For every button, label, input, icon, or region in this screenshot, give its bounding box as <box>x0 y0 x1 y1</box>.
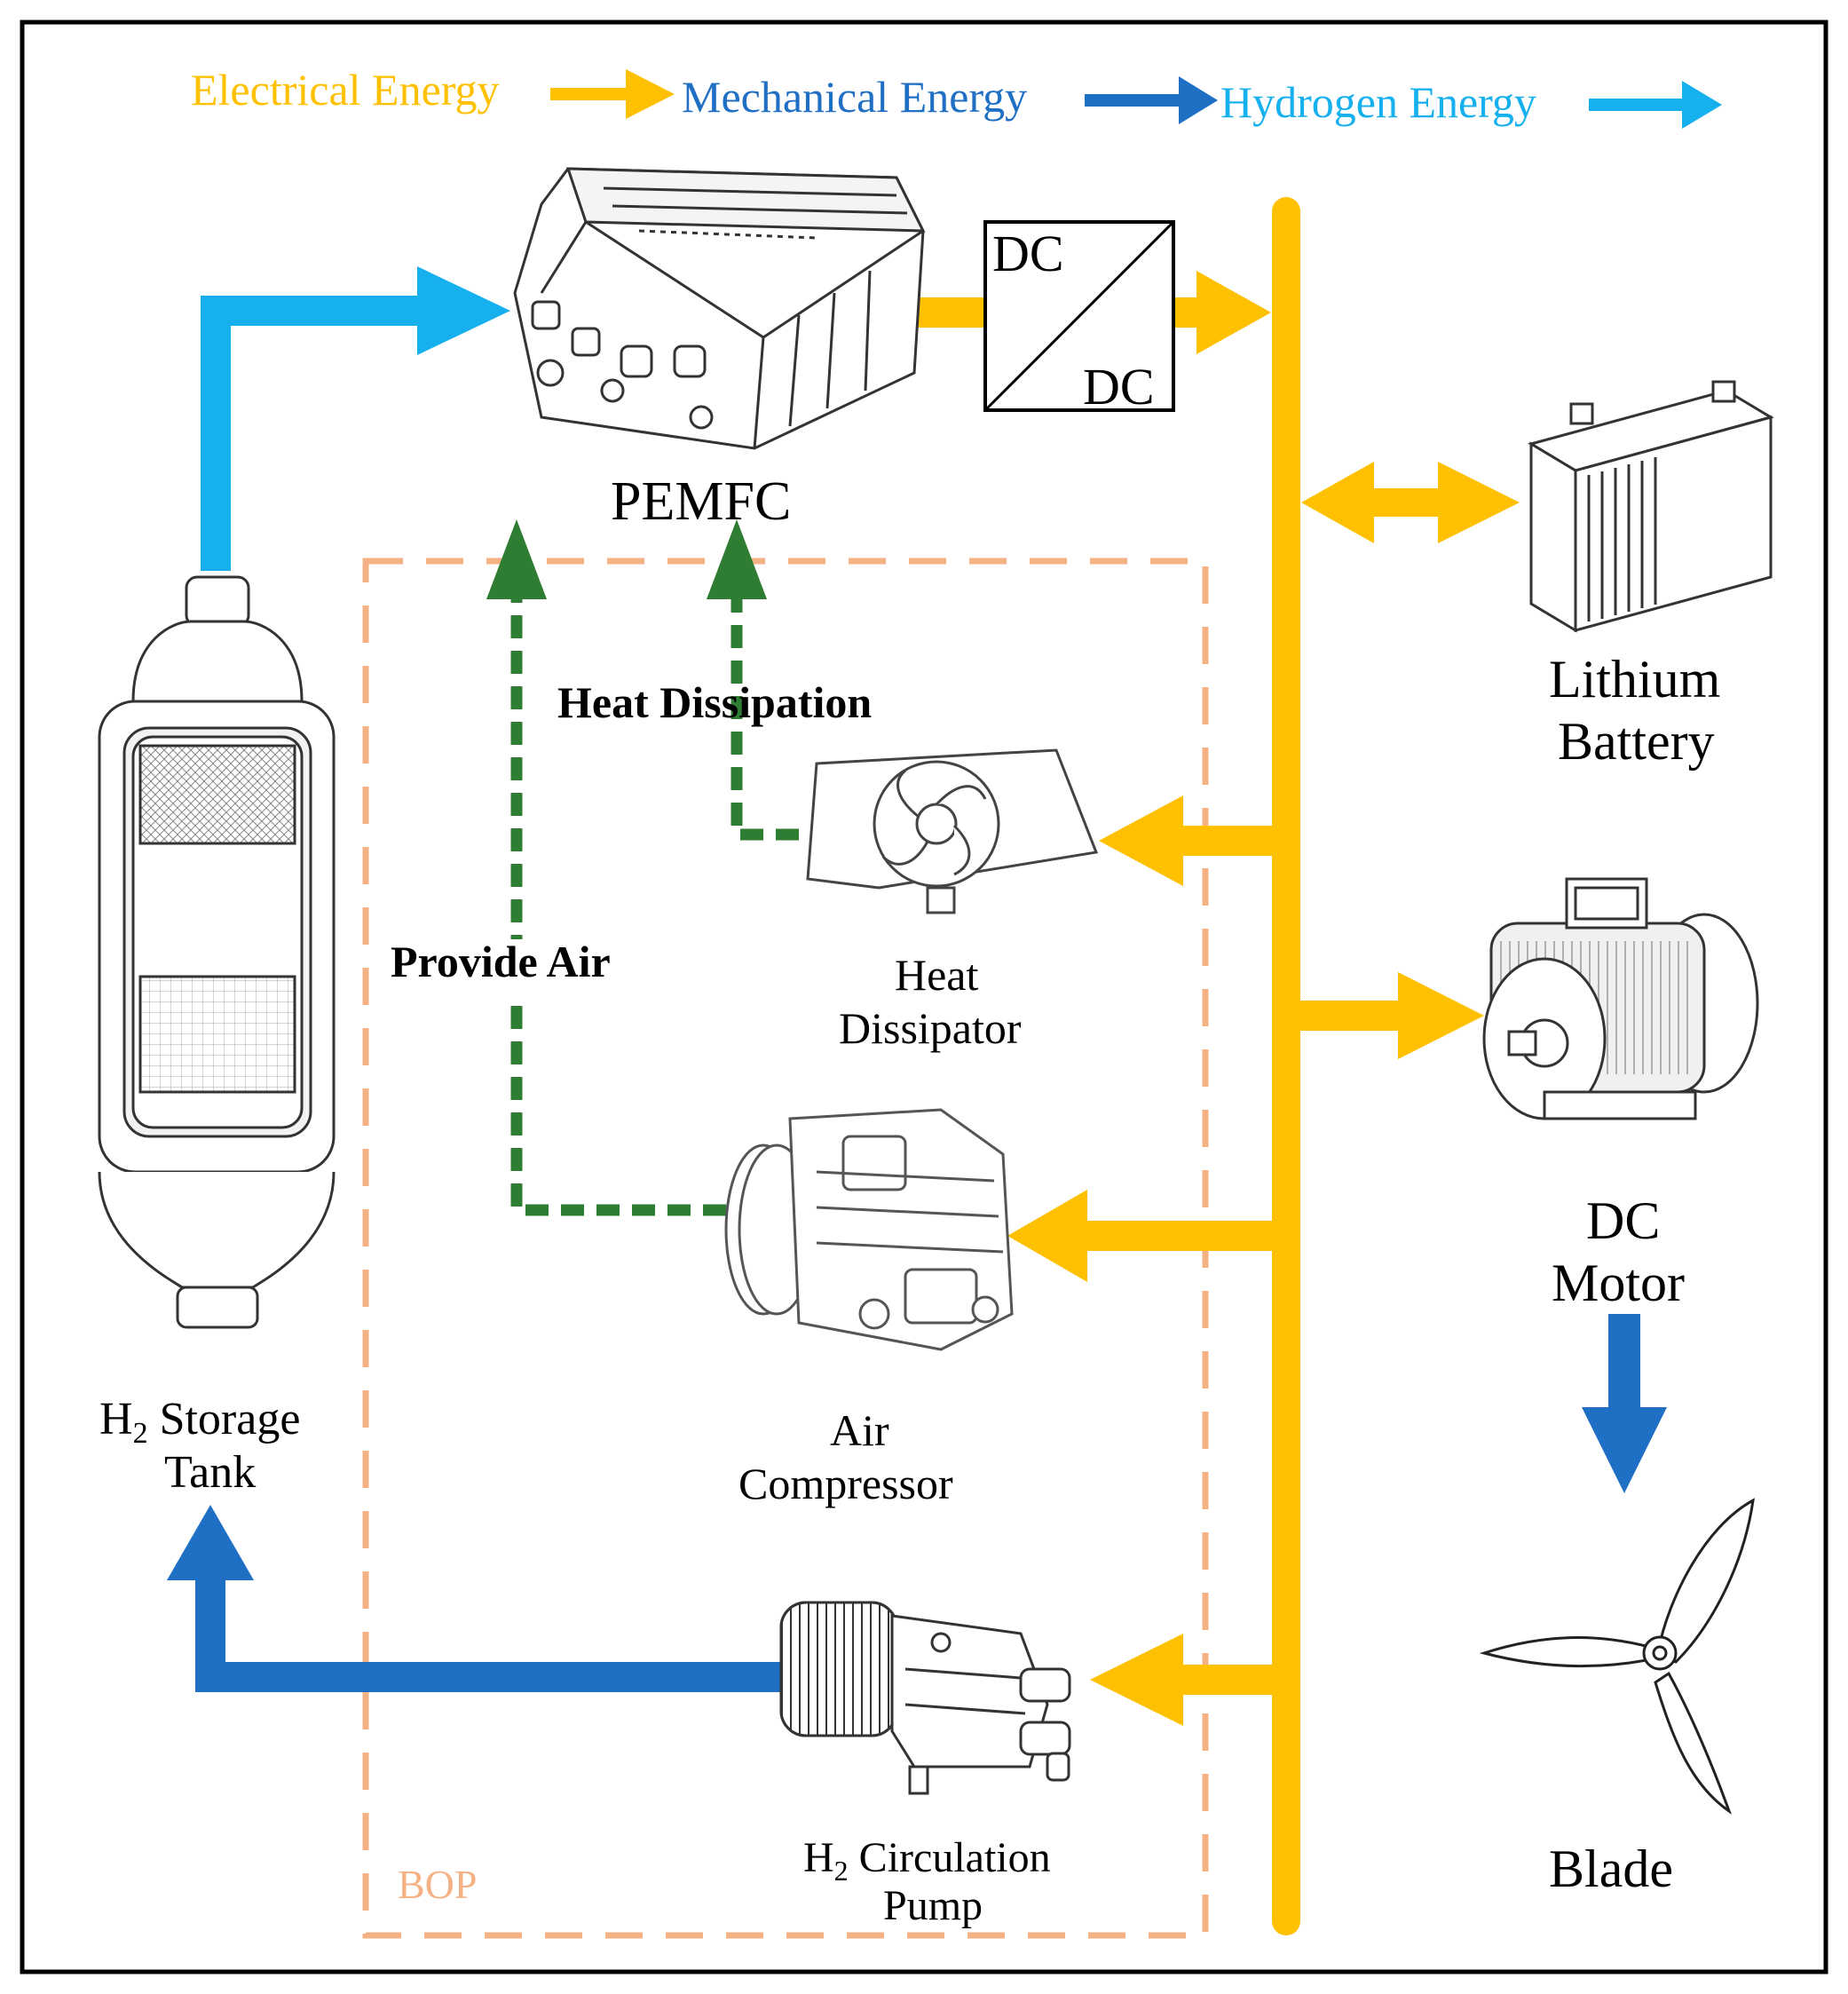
blade-label: Blade <box>1549 1840 1673 1898</box>
electrical-bus <box>1272 197 1300 1935</box>
provide-air-label: Provide Air <box>391 937 611 986</box>
bus-to-compressor-arrow <box>1007 1190 1275 1282</box>
dcdc-top-label: DC <box>992 225 1064 282</box>
bus-battery-double-arrow <box>1301 462 1520 543</box>
tank-label-line2: Tank <box>164 1447 256 1498</box>
pump-label-subscript: 2 <box>834 1855 849 1887</box>
battery-label-line2: Battery <box>1558 712 1715 771</box>
legend-mechanical-label: Mechanical Energy <box>682 72 1027 122</box>
heat-dissipation-path <box>707 519 799 841</box>
electric-motor-icon <box>1482 877 1759 1120</box>
pump-label-h: H <box>803 1834 834 1881</box>
hydrogen-flow-arrow <box>201 266 510 571</box>
compressor-label-line1: Air <box>830 1405 889 1455</box>
pump-to-tank-arrow <box>167 1505 781 1692</box>
dissipator-label-line2: Dissipator <box>839 1003 1022 1053</box>
bop-label: BOP <box>398 1862 477 1907</box>
heat-dissipation-label: Heat Dissipation <box>557 677 872 727</box>
bus-to-motor-arrow <box>1298 972 1484 1059</box>
pump-label-line2: Pump <box>883 1882 983 1929</box>
dcdc-to-bus-arrow <box>1173 271 1271 354</box>
legend-electrical-label: Electrical Energy <box>191 65 500 115</box>
tank-label-h: H <box>99 1394 133 1444</box>
legend-mechanical-arrow <box>1085 76 1218 124</box>
legend-electrical-arrow <box>550 69 675 119</box>
dissipator-label-line1: Heat <box>895 950 978 1000</box>
compressor-label-line2: Compressor <box>738 1459 953 1508</box>
propeller-icon <box>1479 1498 1755 1815</box>
legend-hydrogen-label: Hydrogen Energy <box>1220 77 1536 127</box>
provide-air-path <box>486 519 726 1216</box>
tank-label-rest: Storage <box>148 1394 301 1444</box>
pump-label-rest: Circulation <box>849 1834 1051 1881</box>
hydrogen-tank-icon <box>98 575 336 1329</box>
bus-to-pump-arrow <box>1090 1634 1275 1726</box>
tank-label-line1: H2 Storage <box>99 1394 300 1450</box>
motor-label-line1: DC <box>1586 1191 1660 1250</box>
tank-label-subscript: 2 <box>133 1417 148 1450</box>
pemfc-label: PEMFC <box>611 471 791 532</box>
pump-label-line1: H2 Circulation <box>803 1834 1051 1887</box>
legend-hydrogen-arrow <box>1589 81 1722 129</box>
dcdc-bottom-label: DC <box>1083 358 1155 415</box>
car-battery-icon <box>1528 380 1774 633</box>
motor-to-blade-arrow <box>1582 1314 1667 1493</box>
legend: Electrical Energy Mechanical Energy Hydr… <box>191 65 1722 129</box>
air-compressor-icon <box>724 1108 1014 1351</box>
pemfc-to-dcdc-link <box>916 297 985 328</box>
provide-air-label-bg <box>389 939 646 994</box>
motor-label-line2: Motor <box>1552 1254 1685 1312</box>
circulation-pump-icon <box>779 1601 1071 1795</box>
bus-to-dissipator-arrow <box>1099 795 1275 886</box>
battery-label-line1: Lithium <box>1549 650 1720 708</box>
fuel-cell-stack-icon <box>513 167 926 450</box>
radiator-fan-icon <box>806 748 1099 914</box>
dcdc-converter: DC DC <box>983 220 1175 415</box>
